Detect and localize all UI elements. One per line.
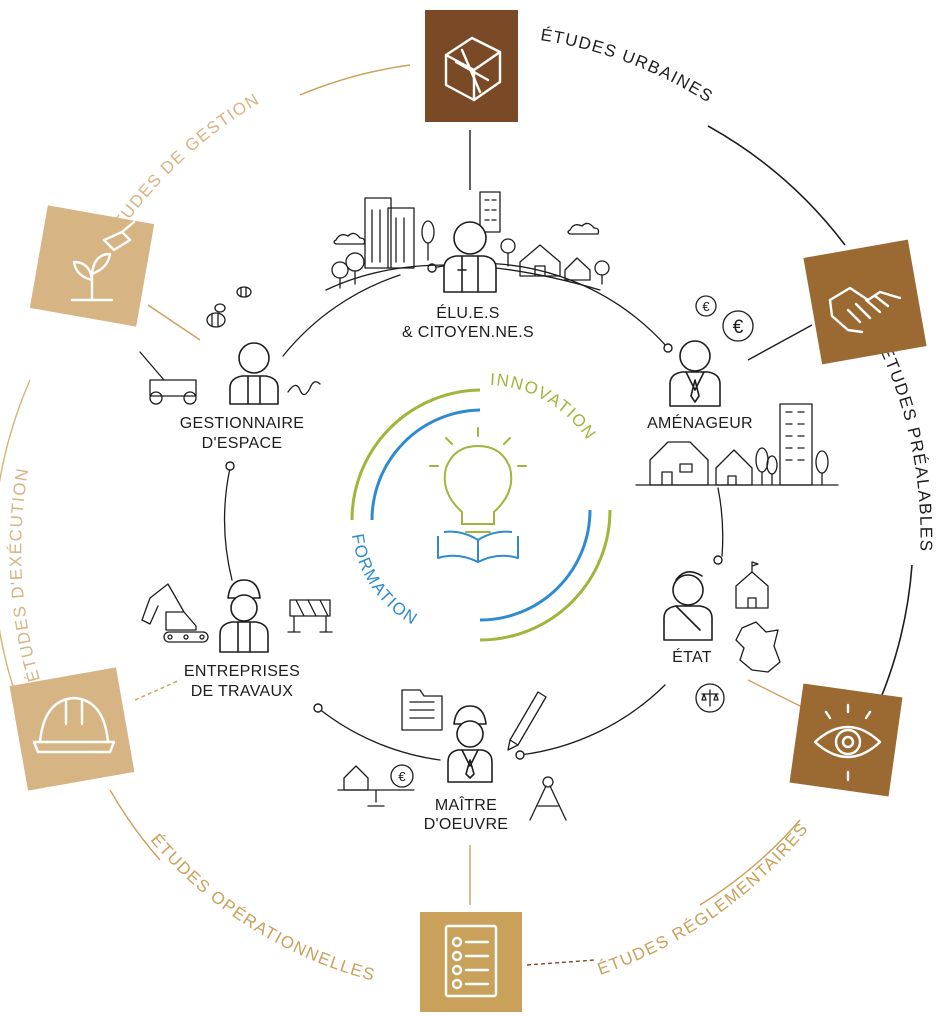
euro-symbol: € <box>398 769 406 784</box>
checklist-icon <box>444 924 498 998</box>
actor-entreprises: ENTREPRISES DE TRAVAUX <box>141 579 333 700</box>
road-barrier-icon <box>287 599 333 633</box>
phase-box-operationnelles <box>420 912 522 1012</box>
euro-coin-large: € <box>733 317 744 338</box>
euro-coins-icon: € € <box>695 295 754 342</box>
lawn-mower-icon <box>139 351 197 405</box>
actor-elus-line2: & CITOYEN.NE.S <box>402 324 534 341</box>
city-skyline-icon <box>325 191 610 291</box>
town-hall-icon <box>735 561 769 609</box>
france-map-icon <box>735 621 781 673</box>
connector-prealables <box>747 324 813 361</box>
person-icon <box>663 571 713 641</box>
node-dot <box>313 703 323 713</box>
phase-box-gestion <box>29 205 155 327</box>
phase-box-urbaines <box>425 10 518 122</box>
center-emblem: INNOVATION FORMATION <box>348 370 612 642</box>
balance-house-euro-icon <box>337 764 415 807</box>
actor-maitre-line2: D'OEUVRE <box>424 816 509 833</box>
person-icon <box>229 342 279 405</box>
open-book-icon <box>437 530 519 563</box>
formation-label: FORMATION <box>348 532 421 629</box>
actor-gestionnaire-line2: D'ESPACE <box>202 435 283 452</box>
node-dot <box>663 343 673 353</box>
actor-entreprises-line1: ENTREPRISES <box>184 663 300 680</box>
phase-box-prealables <box>803 239 927 365</box>
actor-amenageur: € € AMÉNAGEUR <box>635 295 839 486</box>
actor-etat-line1: ÉTAT <box>672 647 712 666</box>
folder-icon <box>401 689 443 731</box>
node-dot <box>225 461 235 471</box>
outer-arc-left <box>0 379 31 721</box>
worm-icon <box>287 381 321 396</box>
phase-box-execution <box>9 667 135 791</box>
hard-hat-icon <box>32 696 116 754</box>
actor-etat: ÉTAT <box>663 561 781 713</box>
handshake-icon <box>828 286 902 334</box>
outer-arc-top-right <box>707 125 846 246</box>
actor-entreprises-line2: DE TRAVAUX <box>191 683 294 700</box>
innovation-arc-outer <box>350 388 481 521</box>
inner-arc-gestion-entreprises <box>223 467 233 581</box>
connector-gestion <box>147 304 201 341</box>
innovation-arc-inner <box>370 408 481 521</box>
outer-arc-right <box>879 564 913 701</box>
phase-label-prealables: ÉTUDES PRÉALABLES <box>876 344 935 553</box>
person-icon <box>443 221 497 293</box>
inner-arc-maitre-entreprises <box>317 707 441 761</box>
actor-maitre: € MAÎTRE D'OEUVRE <box>337 689 567 833</box>
node-dot <box>515 750 525 760</box>
phase-label-reglementaires: ÉTUDES RÉGLEMENTAIRES <box>595 819 812 979</box>
eye-icon <box>813 703 882 782</box>
actor-maitre-line1: MAÎTRE <box>435 795 497 814</box>
person-icon <box>219 579 269 653</box>
actor-gestionnaire-line1: GESTIONNAIRE <box>180 415 305 432</box>
inner-arc-elus-gestion <box>282 274 401 357</box>
inner-arc-amenageur-etat <box>717 487 724 557</box>
excavator-icon <box>141 583 209 643</box>
actor-elus-line1: ÉLU.E.S <box>436 303 499 322</box>
actor-amenageur-line1: AMÉNAGEUR <box>647 413 753 432</box>
inner-arc-etat-maitre <box>519 684 666 756</box>
actor-gestionnaire: GESTIONNAIRE D'ESPACE <box>139 286 321 452</box>
outer-ring <box>0 64 913 966</box>
lightbulb-icon <box>429 427 527 533</box>
phase-box-reglementaires <box>789 683 903 797</box>
formation-arc-outer <box>479 509 612 642</box>
innovation-label: INNOVATION <box>490 370 600 444</box>
phase-label-operationnelles: ÉTUDES OPÉRATIONNELLES <box>147 830 378 985</box>
node-dot <box>713 555 723 565</box>
pencil-icon <box>507 691 547 751</box>
town-houses-icon <box>635 403 839 486</box>
actor-elus: ÉLU.E.S & CITOYEN.NE.S <box>325 191 610 341</box>
justice-scale-icon <box>695 683 725 713</box>
outer-arc-top-left <box>299 64 411 96</box>
city-map-icon <box>444 36 502 102</box>
outer-arc-bottom-left <box>109 789 161 861</box>
euro-coin-small: € <box>702 299 710 314</box>
formation-arc-inner <box>479 509 592 622</box>
bee-icon <box>206 286 252 328</box>
phase-label-execution: ÉTUDES D'EXÉCUTION <box>6 466 44 684</box>
connector-reg-oper <box>526 959 596 966</box>
person-icon <box>447 705 493 783</box>
watering-plant-icon <box>70 220 136 302</box>
person-icon <box>669 340 721 407</box>
phase-label-urbaines: ÉTUDES URBAINES <box>539 25 717 107</box>
outer-arc-bottom-right <box>699 819 801 906</box>
connector-execution <box>134 679 181 701</box>
compass-tool-icon <box>529 776 567 821</box>
